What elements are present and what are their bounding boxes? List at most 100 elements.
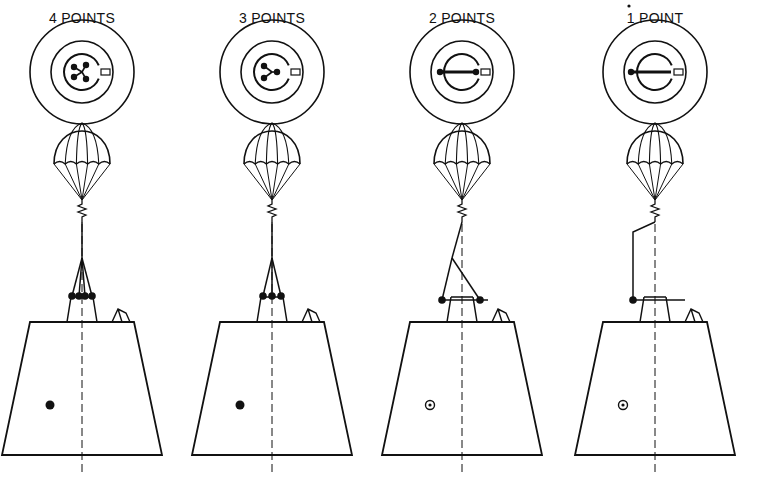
- suspension-line: [655, 164, 683, 200]
- parachute: [434, 123, 490, 222]
- suspension-line: [65, 164, 82, 200]
- suspension-line: [82, 164, 110, 200]
- inner-ring: [63, 53, 100, 91]
- bridle-line: [263, 258, 272, 296]
- attachment-point: [88, 292, 96, 300]
- top-view: [603, 20, 707, 124]
- hatch-structure: [302, 309, 320, 322]
- center-line: [655, 224, 656, 476]
- capsule: [192, 224, 352, 476]
- bridle: [629, 222, 685, 304]
- capsule-marker: [426, 401, 435, 410]
- bridle-line: [72, 258, 82, 296]
- configuration-figure: [192, 20, 352, 476]
- capsule: [2, 224, 162, 476]
- outer-ring: [30, 20, 134, 124]
- capsule-body: [2, 322, 162, 455]
- hatch-tab: [291, 69, 300, 75]
- capsule-marker: [46, 401, 55, 410]
- bridle: [68, 222, 96, 300]
- bridle-line: [81, 222, 83, 258]
- bridle-line: [82, 258, 92, 296]
- suspension-line: [272, 164, 300, 200]
- shock-spring: [78, 200, 86, 222]
- canopy-gore: [82, 123, 88, 164]
- bridle-line: [633, 222, 655, 300]
- outer-ring: [410, 20, 514, 124]
- docking-tunnel: [67, 297, 97, 322]
- attachment-point: [476, 296, 484, 304]
- attachment-point: [473, 69, 479, 75]
- harness-bar: [440, 71, 478, 74]
- configuration-figure: [2, 20, 162, 476]
- middle-ring: [51, 41, 113, 103]
- canopy: [54, 131, 110, 164]
- canopy-skirt: [627, 162, 683, 165]
- canopy-skirt: [434, 162, 490, 165]
- canopy-gore: [255, 123, 272, 164]
- attachment-point: [83, 62, 89, 68]
- canopy-skirt: [54, 162, 110, 165]
- configuration-figure: [575, 20, 735, 476]
- attachment-point: [71, 64, 77, 70]
- canopy-gore: [649, 123, 655, 164]
- capsule-body: [382, 322, 542, 455]
- suspension-line: [627, 164, 655, 200]
- attachment-point: [68, 292, 76, 300]
- attachment-point: [438, 296, 446, 304]
- suspension-line: [244, 164, 272, 200]
- hatch-tab: [674, 69, 683, 75]
- bridle-line: [271, 222, 273, 258]
- inner-ring: [253, 53, 290, 91]
- configuration-label: 1 POINT: [627, 10, 684, 26]
- suspension-line: [456, 164, 462, 200]
- parachute: [627, 123, 683, 222]
- parachute: [244, 123, 300, 222]
- bridle: [438, 222, 488, 304]
- bridle-line: [452, 258, 480, 300]
- capsule-marker-dot: [428, 403, 431, 406]
- attachment-point: [259, 292, 267, 300]
- center-line: [462, 224, 463, 476]
- middle-ring: [431, 41, 493, 103]
- canopy-gore: [456, 123, 462, 164]
- canopy-gore: [462, 123, 479, 164]
- capsule-marker: [236, 401, 245, 410]
- suspension-line: [649, 164, 655, 200]
- canopy-gore: [272, 123, 289, 164]
- bridle: [259, 222, 285, 300]
- canopy-gore: [65, 123, 82, 164]
- attachment-point: [83, 76, 89, 82]
- attachment-point: [277, 292, 285, 300]
- hatch-tab: [481, 69, 490, 75]
- bridle-line: [633, 299, 685, 301]
- shock-spring: [268, 200, 276, 222]
- canopy-gore: [272, 123, 278, 164]
- suspension-line: [255, 164, 272, 200]
- top-view: [410, 20, 514, 124]
- shock-spring: [458, 200, 466, 222]
- canopy-gore: [76, 123, 82, 164]
- hatch-tab: [101, 69, 110, 75]
- canopy: [627, 131, 683, 164]
- harness-bar: [633, 71, 671, 74]
- hatch-structure: [492, 309, 510, 322]
- bridle-line: [452, 222, 462, 258]
- configuration-label: 4 POINTS: [49, 10, 115, 26]
- capsule: [382, 224, 542, 476]
- capsule-marker: [619, 401, 628, 410]
- canopy-gore: [462, 123, 468, 164]
- stray-mark: [627, 4, 630, 7]
- suspension-line: [54, 164, 82, 200]
- configuration-label: 3 POINTS: [239, 10, 305, 26]
- canopy-skirt: [244, 162, 300, 165]
- suspension-line: [638, 164, 655, 200]
- canopy-gore: [655, 123, 661, 164]
- bridle-line: [272, 258, 281, 296]
- canopy-gore: [445, 123, 462, 164]
- middle-ring: [624, 41, 686, 103]
- attachment-point: [81, 292, 89, 300]
- capsule-body: [192, 322, 352, 455]
